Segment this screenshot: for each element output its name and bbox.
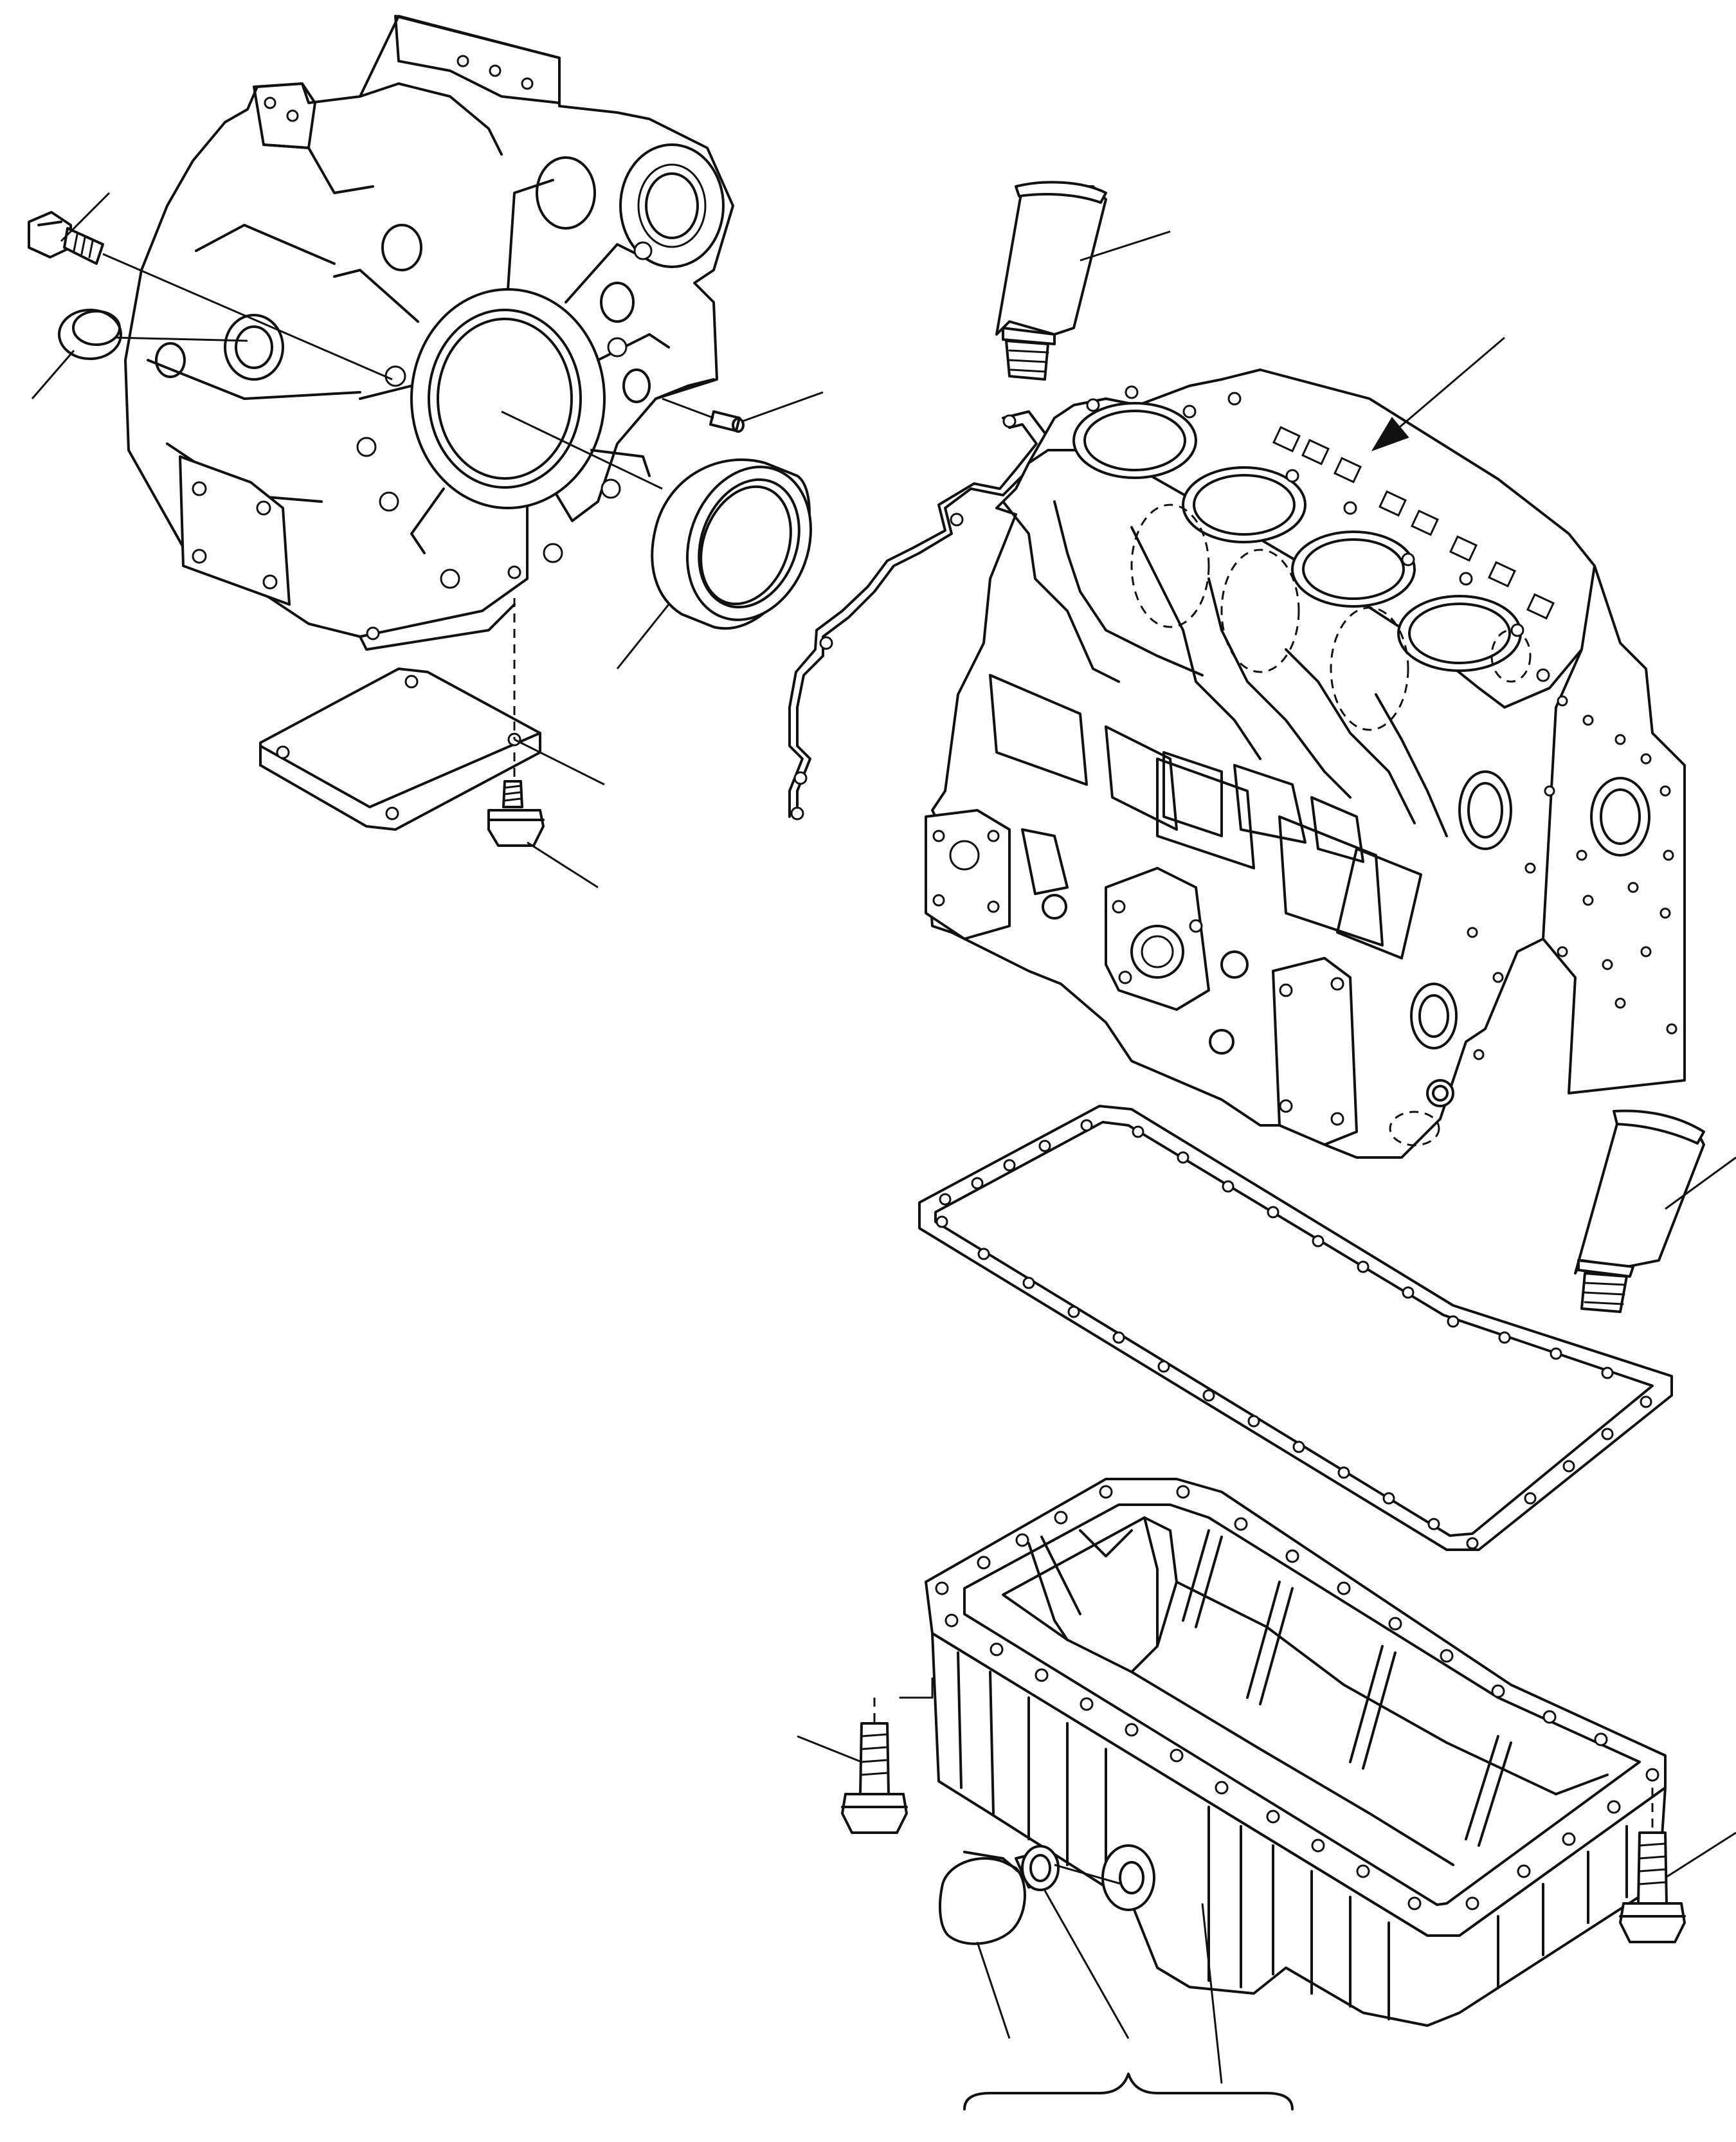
oil-pan-gasket xyxy=(918,1105,1673,1551)
access-cover-plate xyxy=(259,598,605,831)
oil-pan xyxy=(925,1478,1667,2084)
rear-plate-gasket xyxy=(788,410,1049,821)
housing-bolt xyxy=(28,192,393,381)
assembly-group-brace xyxy=(963,2073,1294,2110)
cylinder-block xyxy=(925,336,1686,1159)
expansion-plug xyxy=(31,309,248,399)
drain-plug-washer xyxy=(1021,1845,1130,2039)
flywheel-housing xyxy=(124,15,734,651)
sealant-tube-upper xyxy=(995,181,1171,381)
gasket-bolt-holes xyxy=(936,1119,1652,1550)
oil-pan-bolt-left xyxy=(797,1677,934,1834)
oil-pan-bolt-right xyxy=(1619,1788,1736,1943)
rear-oil-seal xyxy=(501,410,812,669)
cover-plate-bolt xyxy=(487,752,599,889)
dowel-pin xyxy=(662,391,824,433)
sealant-tube-lower xyxy=(1574,1109,1736,1313)
